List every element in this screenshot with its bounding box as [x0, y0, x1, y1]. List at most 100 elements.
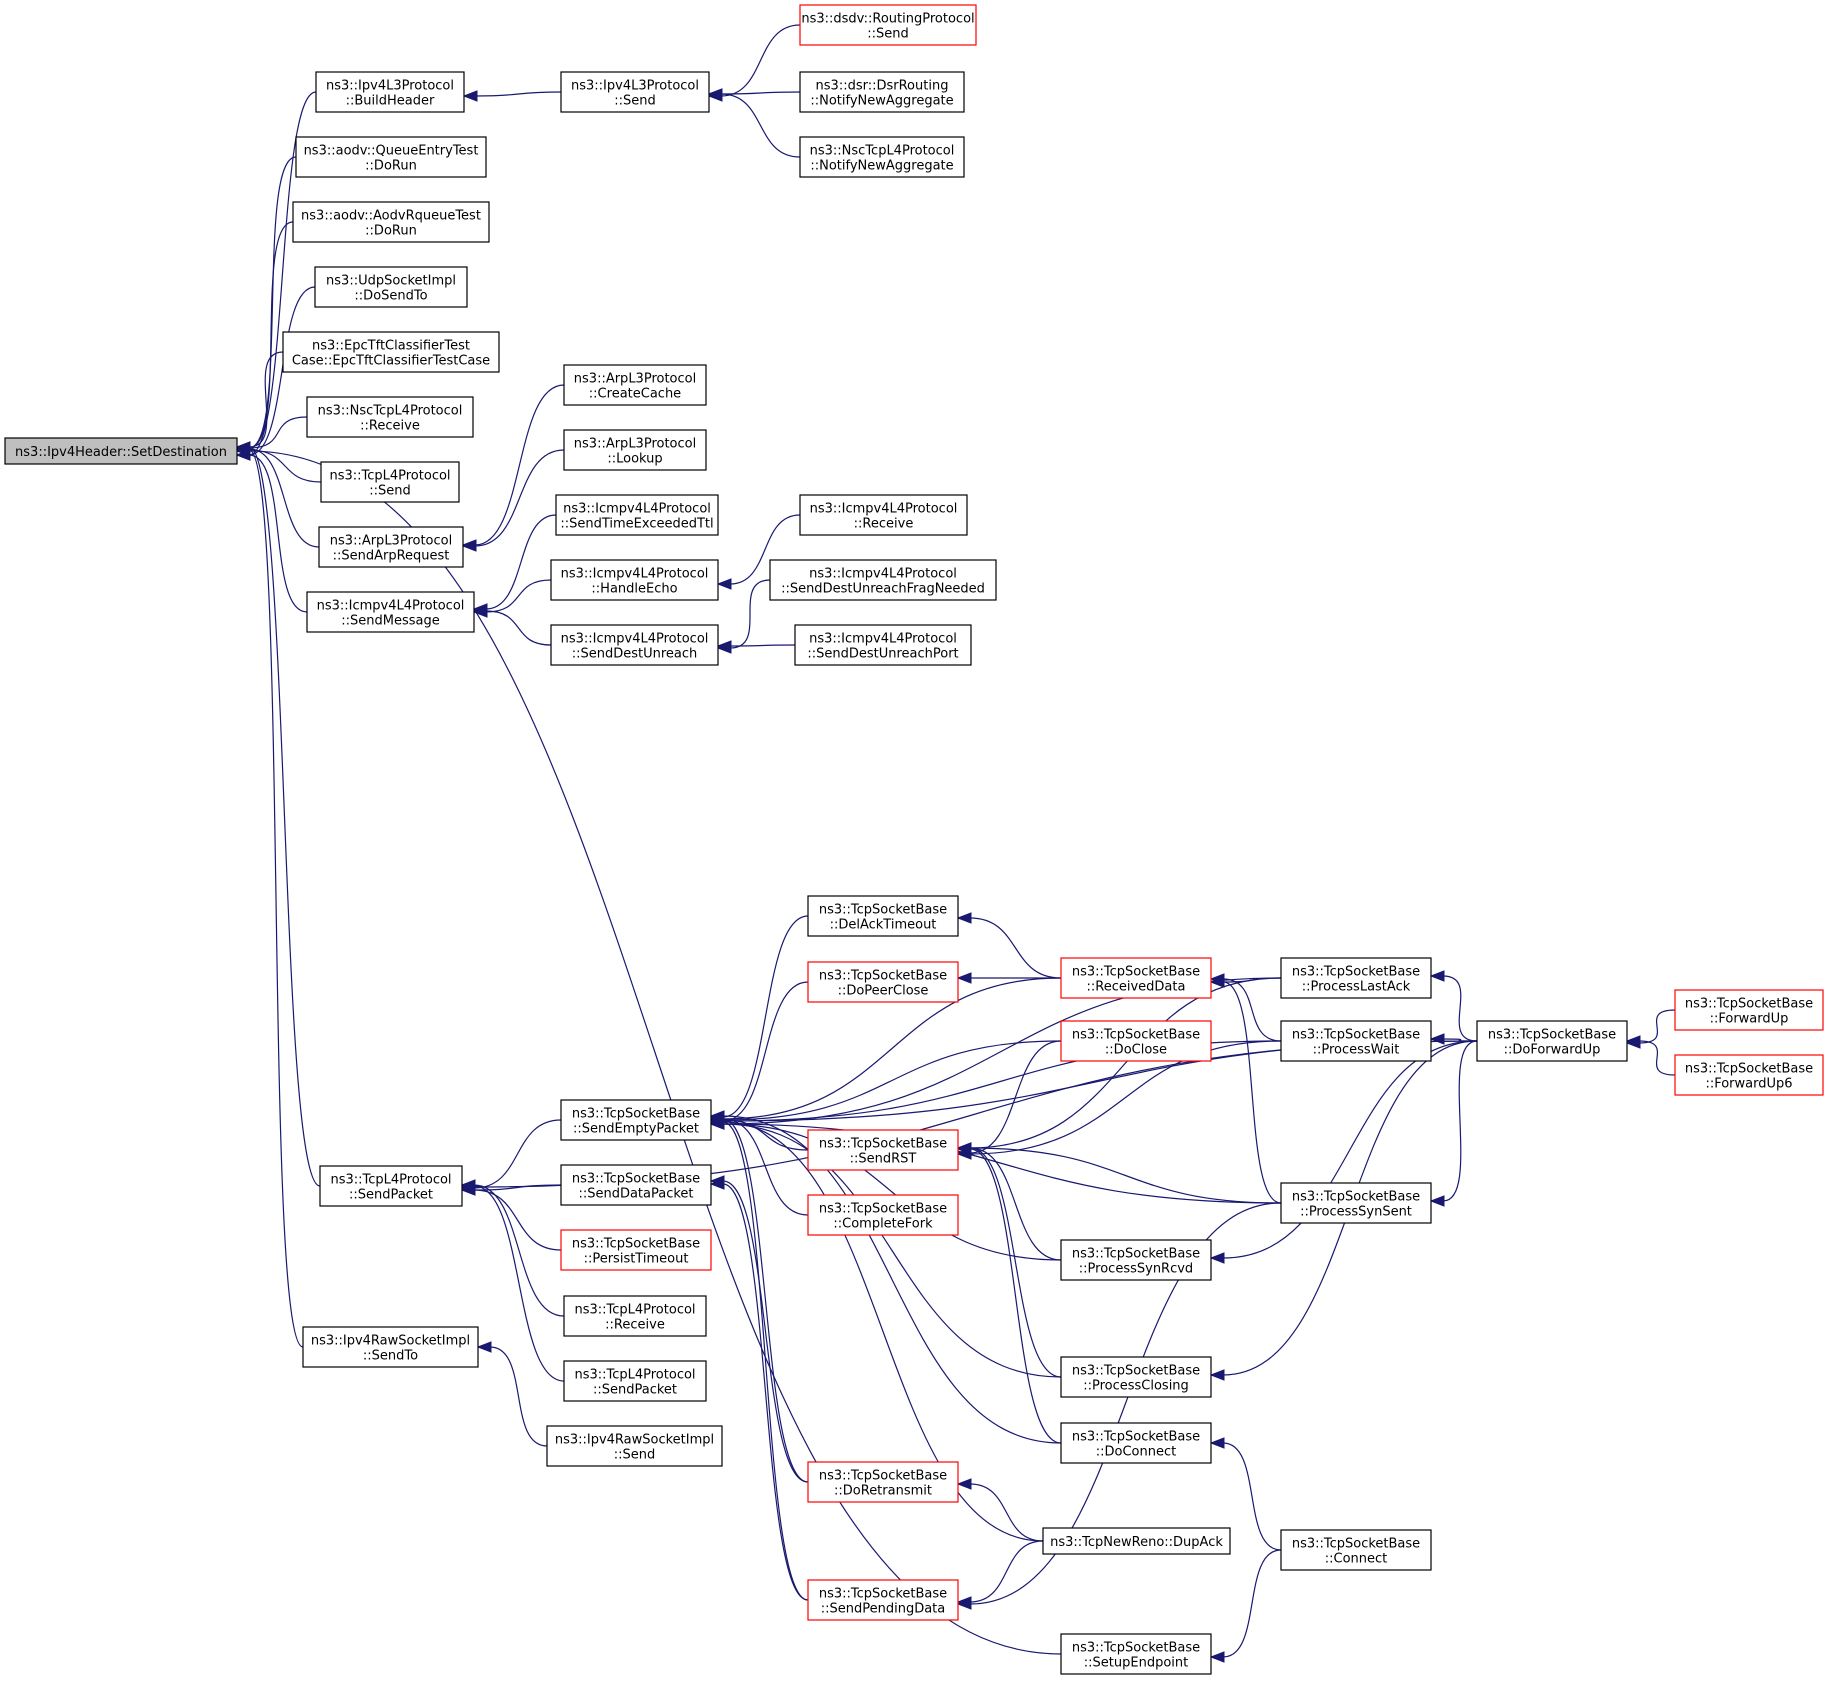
node-tcpl4send[interactable]: ns3::TcpL4Protocol::Send	[320, 461, 460, 503]
node-sendrst[interactable]: ns3::TcpSocketBase::SendRST	[807, 1129, 959, 1171]
node-epctft[interactable]: ns3::EpcTftClassifierTestCase::EpcTftCla…	[282, 331, 500, 373]
node-forwardup6[interactable]: ns3::TcpSocketBase::ForwardUp6	[1674, 1054, 1824, 1096]
node-fragneeded[interactable]: ns3::Icmpv4L4Protocol::SendDestUnreachFr…	[769, 559, 997, 601]
node-label: ::DoRun	[365, 224, 417, 239]
node-senddestunreach[interactable]: ns3::Icmpv4L4Protocol::SendDestUnreach	[550, 624, 719, 666]
node-label: ns3::TcpNewReno::DupAck	[1050, 1535, 1223, 1550]
node-box	[807, 895, 959, 937]
node-box	[560, 1099, 712, 1141]
node-label: ns3::TcpSocketBase	[819, 1202, 947, 1217]
node-dsdvsend[interactable]: ns3::dsdv::RoutingProtocol::Send	[799, 4, 977, 46]
node-box	[282, 331, 500, 373]
node-handleecho[interactable]: ns3::Icmpv4L4Protocol::HandleEcho	[550, 559, 719, 601]
node-box	[1674, 989, 1824, 1031]
node-label: ::DoSendTo	[354, 289, 427, 304]
node-processlastack[interactable]: ns3::TcpSocketBase::ProcessLastAck	[1280, 957, 1432, 999]
node-tcpl4receive[interactable]: ns3::TcpL4Protocol::Receive	[563, 1295, 707, 1337]
node-label: ::CreateCache	[589, 387, 681, 402]
node-rawsendto[interactable]: ns3::Ipv4RawSocketImpl::SendTo	[302, 1326, 479, 1368]
node-nscnotify[interactable]: ns3::NscTcpL4Protocol::NotifyNewAggregat…	[799, 136, 965, 178]
node-tcpl4sendpacket[interactable]: ns3::TcpL4Protocol::SendPacket	[319, 1165, 463, 1207]
node-sendtimeexceeded[interactable]: ns3::Icmpv4L4Protocol::SendTimeExceededT…	[555, 494, 719, 536]
edge-processclosing-to-sendrst	[969, 1147, 1062, 1378]
node-label: ns3::TcpL4Protocol	[574, 1303, 695, 1318]
node-lookup[interactable]: ns3::ArpL3Protocol::Lookup	[563, 429, 707, 471]
node-tcpl4sendpacket2[interactable]: ns3::TcpL4Protocol::SendPacket	[563, 1360, 707, 1402]
node-label: ::CompleteFork	[833, 1217, 933, 1232]
edge-dsdvsend-to-ipv4send	[720, 24, 801, 97]
node-label: ::ReceivedData	[1087, 980, 1186, 995]
arrowhead	[956, 1478, 972, 1490]
node-box	[1280, 1020, 1432, 1062]
node-ipv4send[interactable]: ns3::Ipv4L3Protocol::Send	[560, 71, 710, 113]
node-icmpreceive[interactable]: ns3::Icmpv4L4Protocol::Receive	[799, 494, 968, 536]
node-label: ns3::TcpSocketBase	[1292, 1028, 1420, 1043]
node-queueentry[interactable]: ns3::aodv::QueueEntryTest::DoRun	[295, 136, 487, 178]
arrowhead	[716, 578, 732, 590]
arrowhead	[460, 1181, 476, 1193]
node-processsynrcvd[interactable]: ns3::TcpSocketBase::ProcessSynRcvd	[1060, 1239, 1212, 1281]
node-label: ns3::aodv::QueueEntryTest	[304, 144, 479, 159]
node-box	[563, 364, 707, 406]
node-box	[295, 136, 487, 178]
node-box	[563, 429, 707, 471]
node-doconnect[interactable]: ns3::TcpSocketBase::DoConnect	[1060, 1422, 1212, 1464]
edge-processsynrcvd-to-sendrst	[969, 1147, 1062, 1261]
node-buildheader[interactable]: ns3::Ipv4L3Protocol::BuildHeader	[315, 71, 465, 113]
node-label: ::SendDestUnreach	[572, 647, 698, 662]
node-label: ::DelAckTimeout	[830, 918, 937, 933]
node-dupack[interactable]: ns3::TcpNewReno::DupAck	[1042, 1527, 1231, 1555]
node-root[interactable]: ns3::Ipv4Header::SetDestination	[4, 437, 238, 465]
node-delacktimeout[interactable]: ns3::TcpSocketBase::DelAckTimeout	[807, 895, 959, 937]
edge-createcache-to-sendarprequest	[474, 384, 565, 546]
node-label: ::Send	[614, 1448, 656, 1463]
node-rawsend[interactable]: ns3::Ipv4RawSocketImpl::Send	[546, 1425, 723, 1467]
node-createcache[interactable]: ns3::ArpL3Protocol::CreateCache	[563, 364, 707, 406]
node-processwait[interactable]: ns3::TcpSocketBase::ProcessWait	[1280, 1020, 1432, 1062]
edge-doconnect-to-sendrst	[969, 1148, 1062, 1444]
node-label: ::DoRun	[365, 159, 417, 174]
node-box	[1280, 1182, 1432, 1224]
edge-doclose-to-sendrst	[969, 1040, 1062, 1154]
edge-processlastack-to-receiveddata	[1222, 977, 1282, 983]
node-sendmessage[interactable]: ns3::Icmpv4L4Protocol::SendMessage	[306, 591, 475, 633]
node-box	[315, 71, 465, 113]
edge-icmpreceive-to-handleecho	[729, 514, 801, 585]
node-udpdosendto[interactable]: ns3::UdpSocketImpl::DoSendTo	[314, 266, 468, 308]
node-label: ::ProcessSynSent	[1300, 1205, 1412, 1220]
node-completefork[interactable]: ns3::TcpSocketBase::CompleteFork	[807, 1194, 959, 1236]
node-setupendpoint[interactable]: ns3::TcpSocketBase::SetupEndpoint	[1060, 1633, 1212, 1675]
node-senddatapacket[interactable]: ns3::TcpSocketBase::SendDataPacket	[560, 1164, 712, 1206]
edge-doforwardup-to-processlastack	[1442, 975, 1478, 1042]
node-box	[769, 559, 997, 601]
node-doforwardup[interactable]: ns3::TcpSocketBase::DoForwardUp	[1476, 1020, 1628, 1062]
node-unreachport[interactable]: ns3::Icmpv4L4Protocol::SendDestUnreachPo…	[794, 624, 972, 666]
node-sendpendingdata[interactable]: ns3::TcpSocketBase::SendPendingData	[807, 1579, 959, 1621]
edge-queueentry-to-root	[248, 156, 297, 449]
node-connect[interactable]: ns3::TcpSocketBase::Connect	[1280, 1529, 1432, 1571]
node-label: ::Receive	[605, 1318, 665, 1333]
node-aodvrqueue[interactable]: ns3::aodv::AodvRqueueTest::DoRun	[292, 201, 490, 243]
arrowhead	[709, 1178, 725, 1190]
node-dopeerclose[interactable]: ns3::TcpSocketBase::DoPeerClose	[807, 961, 959, 1003]
node-dsrnotify[interactable]: ns3::dsr::DsrRouting::NotifyNewAggregate	[799, 71, 965, 113]
edge-doforwardup-to-processsynsent	[1442, 1040, 1478, 1202]
node-persisttimeout[interactable]: ns3::TcpSocketBase::PersistTimeout	[560, 1229, 712, 1271]
node-doretransmit[interactable]: ns3::TcpSocketBase::DoRetransmit	[807, 1461, 959, 1503]
edge-sendpendingdata-to-sendemptypacket	[722, 1121, 809, 1601]
node-sendarprequest[interactable]: ns3::ArpL3Protocol::SendArpRequest	[318, 526, 464, 568]
node-forwardup[interactable]: ns3::TcpSocketBase::ForwardUp	[1674, 989, 1824, 1031]
node-label: ns3::TcpSocketBase	[1072, 1430, 1200, 1445]
edge-persisttimeout-to-tcpl4sendpacket	[473, 1189, 562, 1251]
node-label: ns3::TcpSocketBase	[819, 1587, 947, 1602]
edge-nscreceive-to-root	[248, 416, 308, 449]
node-label: ns3::TcpSocketBase	[819, 1137, 947, 1152]
edge-receiveddata-to-sendemptypacket	[722, 977, 1062, 1120]
node-processclosing[interactable]: ns3::TcpSocketBase::ProcessClosing	[1060, 1356, 1212, 1398]
node-doclose[interactable]: ns3::TcpSocketBase::DoClose	[1060, 1020, 1212, 1062]
node-receiveddata[interactable]: ns3::TcpSocketBase::ReceivedData	[1060, 957, 1212, 999]
node-nscreceive[interactable]: ns3::NscTcpL4Protocol::Receive	[306, 396, 474, 438]
node-box	[560, 1164, 712, 1206]
node-processsynsent[interactable]: ns3::TcpSocketBase::ProcessSynSent	[1280, 1182, 1432, 1224]
node-sendemptypacket[interactable]: ns3::TcpSocketBase::SendEmptyPacket	[560, 1099, 712, 1141]
